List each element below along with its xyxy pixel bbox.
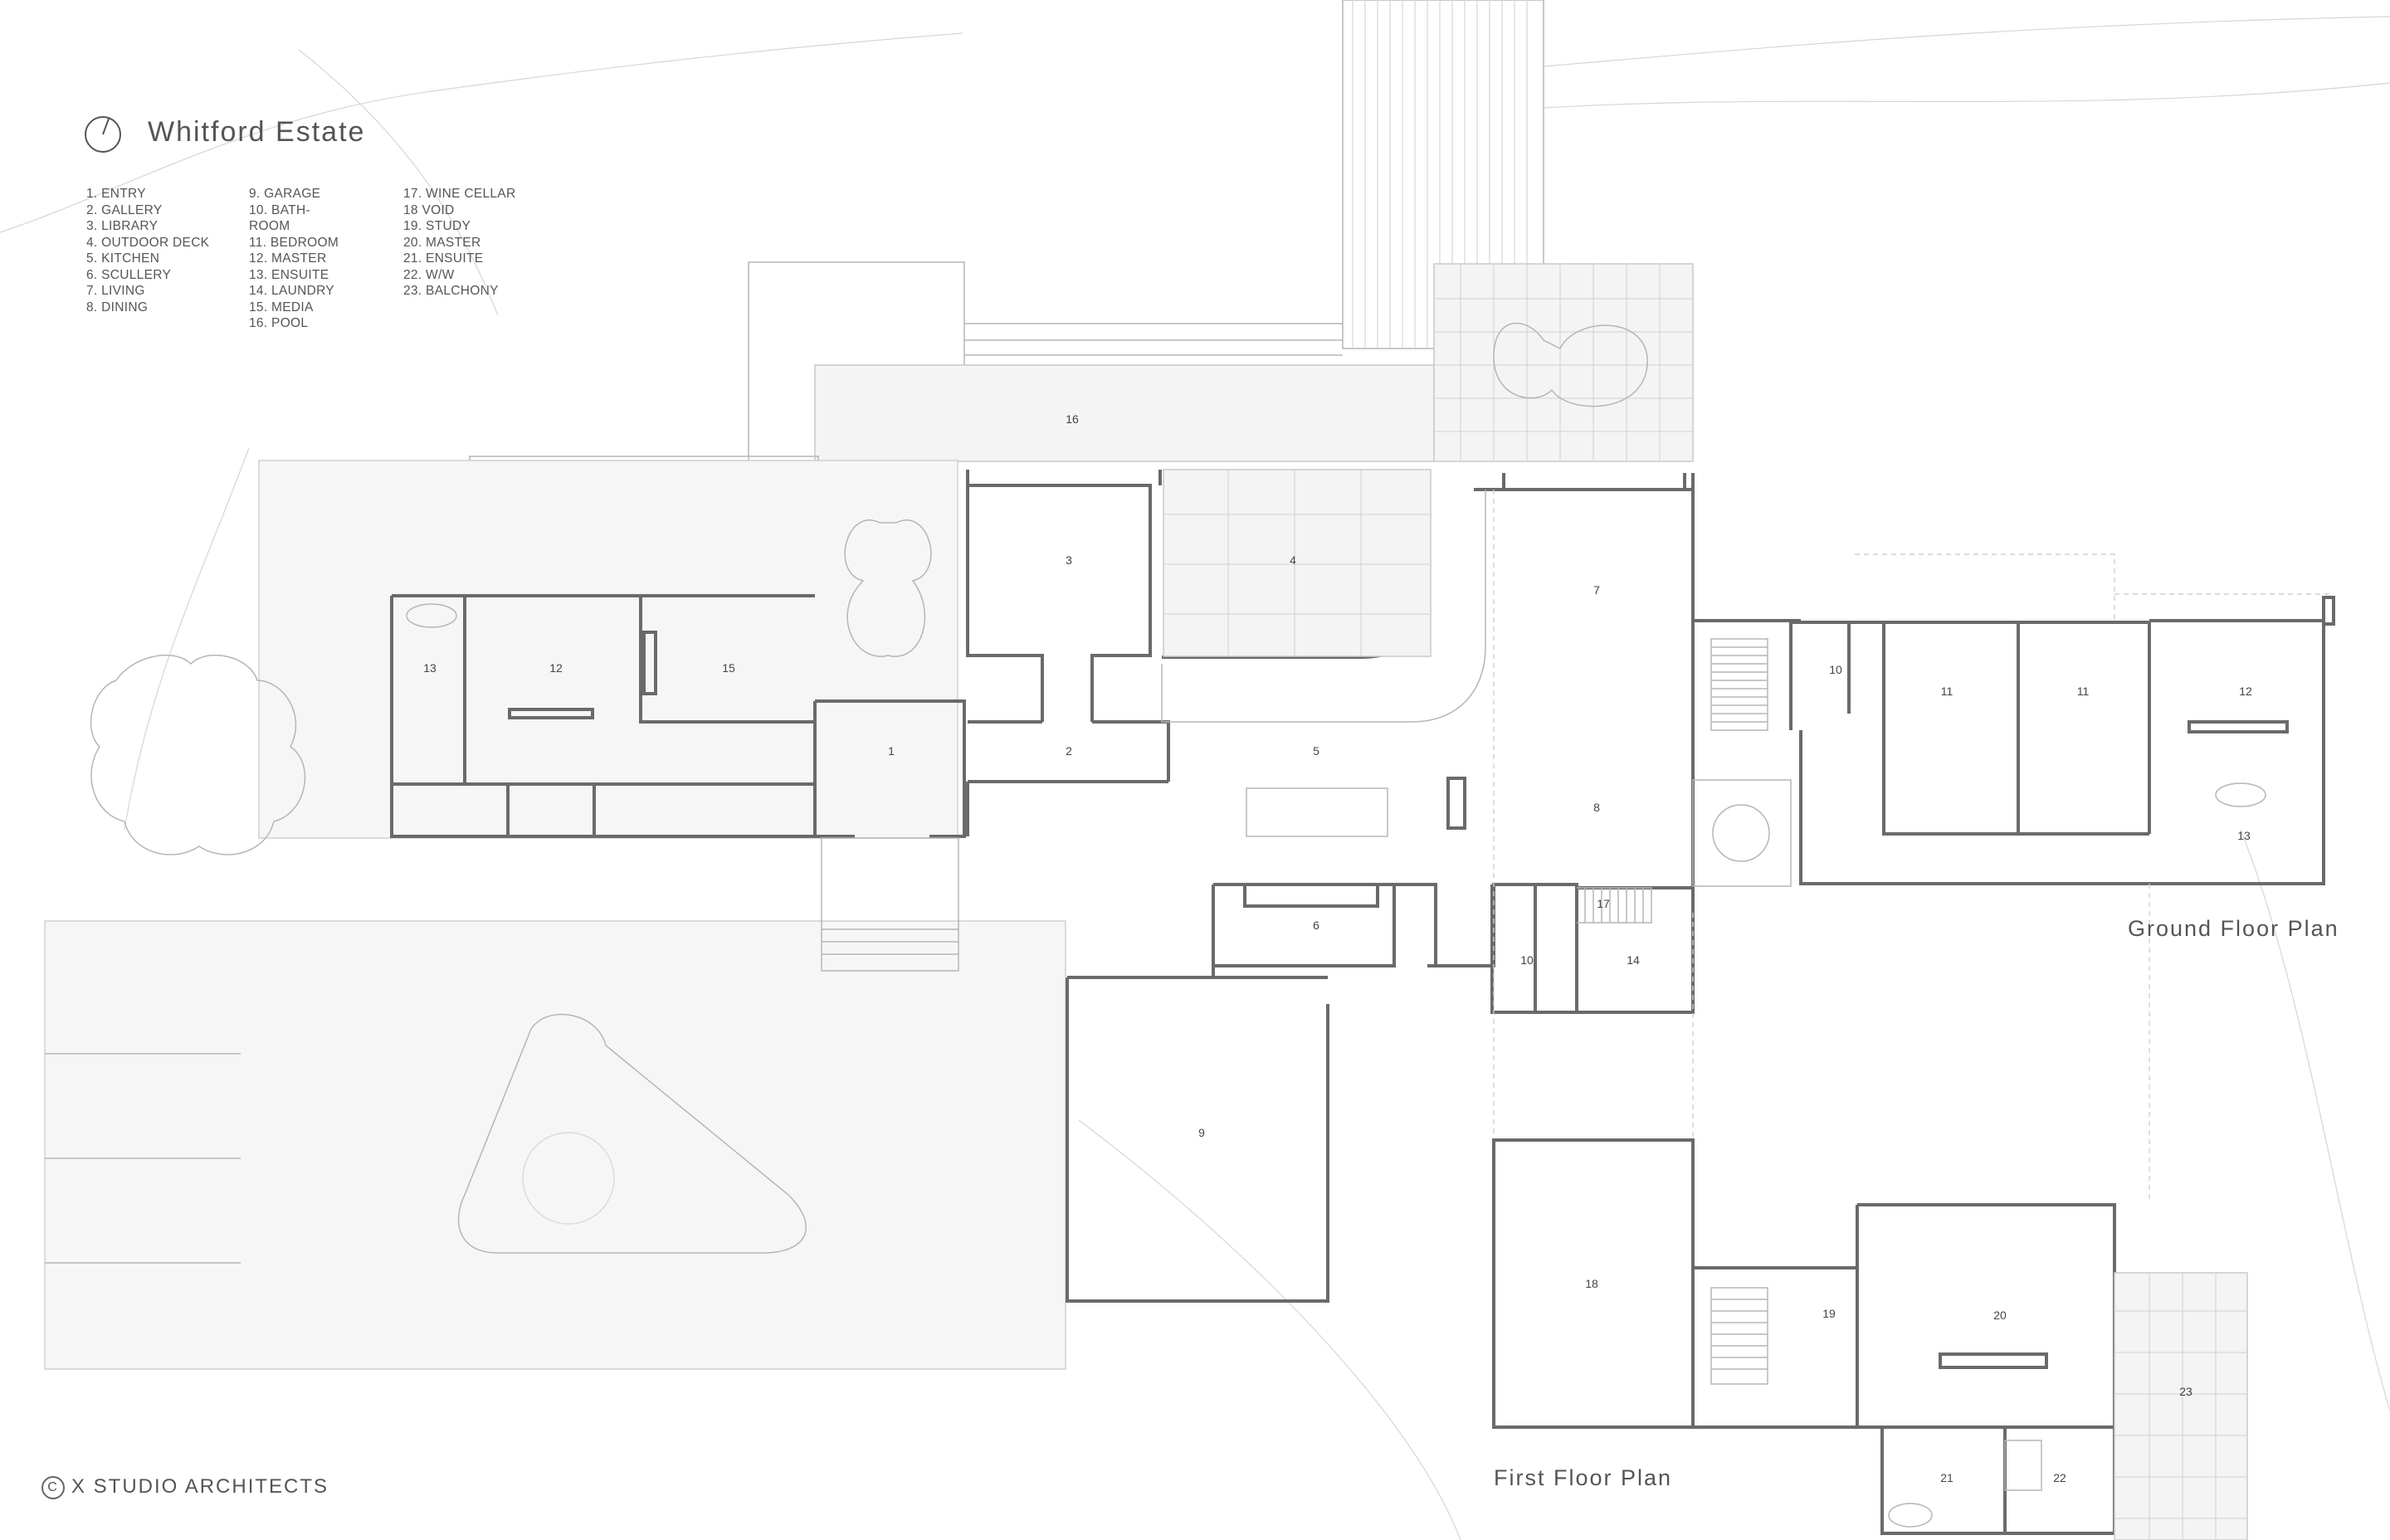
ground-floor-walls xyxy=(390,470,2335,1303)
legend-item: 10. BATH- xyxy=(249,202,310,217)
courtyard-pond xyxy=(844,519,932,657)
legend-item: 5. KITCHEN xyxy=(86,251,160,266)
car-court xyxy=(44,920,1066,1370)
west-lawn xyxy=(258,460,958,839)
room-13a: 13 xyxy=(423,661,437,675)
legend-item: 20. MASTER xyxy=(403,235,481,250)
room-23: 23 xyxy=(2179,1385,2192,1398)
legend-item: 16. POOL xyxy=(249,316,309,330)
room-14: 14 xyxy=(1627,953,1640,967)
first-floor-walls xyxy=(1492,1138,2116,1535)
room-11b: 11 xyxy=(2077,685,2090,698)
legend-item: 8. DINING xyxy=(86,300,149,314)
outdoor-deck xyxy=(1163,469,1432,657)
legend-column-2: 9. GARAGE 10. BATH- ROOM 11. BEDROOM 12.… xyxy=(249,186,339,332)
room-11a: 11 xyxy=(1941,685,1953,698)
room-5: 5 xyxy=(1313,744,1319,758)
room-22: 22 xyxy=(2053,1471,2066,1484)
legend-column-3: 17. WINE CELLAR 18 VOID 19. STUDY 20. MA… xyxy=(403,186,515,300)
room-7: 7 xyxy=(1593,583,1600,597)
legend-item: 1. ENTRY xyxy=(86,187,146,201)
room-9: 9 xyxy=(1198,1126,1205,1139)
legend-item: 15. MEDIA xyxy=(249,300,314,314)
ground-floor-label: Ground Floor Plan xyxy=(2128,916,2339,941)
turning-island xyxy=(457,1013,807,1254)
room-10a: 10 xyxy=(1829,663,1842,676)
room-12a: 12 xyxy=(549,661,563,675)
legend-item: 14. LAUNDRY xyxy=(249,284,334,298)
room-16: 16 xyxy=(1066,412,1079,426)
copyright-text: X STUDIO ARCHITECTS xyxy=(71,1475,329,1498)
legend-item: 11. BEDROOM xyxy=(249,235,339,250)
spa xyxy=(1493,322,1648,407)
bathtub xyxy=(406,603,457,628)
room-12b: 12 xyxy=(2239,685,2252,698)
room-numbers: 1 2 3 4 5 6 7 8 9 10 10 11 11 12 12 13 1… xyxy=(423,412,2252,1484)
pool xyxy=(814,364,1435,462)
room-4: 4 xyxy=(1290,553,1296,567)
legend-item: 13. ENSUITE xyxy=(249,267,329,282)
legend-item: 23. BALCHONY xyxy=(403,284,499,298)
upper-outline xyxy=(1493,490,2329,1203)
legend-item: 19. STUDY xyxy=(403,219,471,233)
tree-canopy xyxy=(90,654,306,855)
legend-item: 18 VOID xyxy=(403,202,455,217)
room-2: 2 xyxy=(1066,744,1072,758)
room-21: 21 xyxy=(1940,1471,1953,1484)
room-3: 3 xyxy=(1066,553,1072,567)
site-contours xyxy=(0,16,2390,1540)
room-8: 8 xyxy=(1593,801,1600,814)
room-17: 17 xyxy=(1597,897,1610,910)
stair xyxy=(1710,638,1768,731)
legend-item: 22. W/W xyxy=(403,267,455,282)
legend-item: 3. LIBRARY xyxy=(86,219,159,233)
copyright-icon: C xyxy=(41,1475,65,1499)
room-13b: 13 xyxy=(2237,829,2251,842)
drawing-title: Whitford Estate xyxy=(148,116,366,148)
legend-item: 7. LIVING xyxy=(86,284,145,298)
copyright: C X STUDIO ARCHITECTS xyxy=(41,1475,329,1499)
balcony xyxy=(2114,1272,2248,1540)
legend-item: 2. GALLERY xyxy=(86,202,163,217)
room-18: 18 xyxy=(1585,1277,1598,1290)
first-floor-label: First Floor Plan xyxy=(1494,1465,1673,1490)
north-arrow-icon xyxy=(85,116,121,153)
legend-item: 9. GARAGE xyxy=(249,187,321,201)
steps xyxy=(964,323,1343,356)
legend-item: ROOM xyxy=(249,219,290,233)
room-6: 6 xyxy=(1313,919,1319,932)
legend-column-1: 1. ENTRY 2. GALLERY 3. LIBRARY 4. OUTDOO… xyxy=(86,186,209,315)
legend-item: 6. SCULLERY xyxy=(86,267,172,282)
legend-item: 4. OUTDOOR DECK xyxy=(86,235,210,250)
room-20: 20 xyxy=(1993,1309,2007,1322)
room-19: 19 xyxy=(1822,1307,1836,1320)
legend-item: 12. MASTER xyxy=(249,251,327,266)
legend-item: 21. ENSUITE xyxy=(403,251,484,266)
room-10b: 10 xyxy=(1520,953,1534,967)
room-15: 15 xyxy=(722,661,735,675)
spa-terrace xyxy=(1433,263,1694,462)
room-1: 1 xyxy=(888,744,895,758)
legend-item: 17. WINE CELLAR xyxy=(403,187,516,201)
